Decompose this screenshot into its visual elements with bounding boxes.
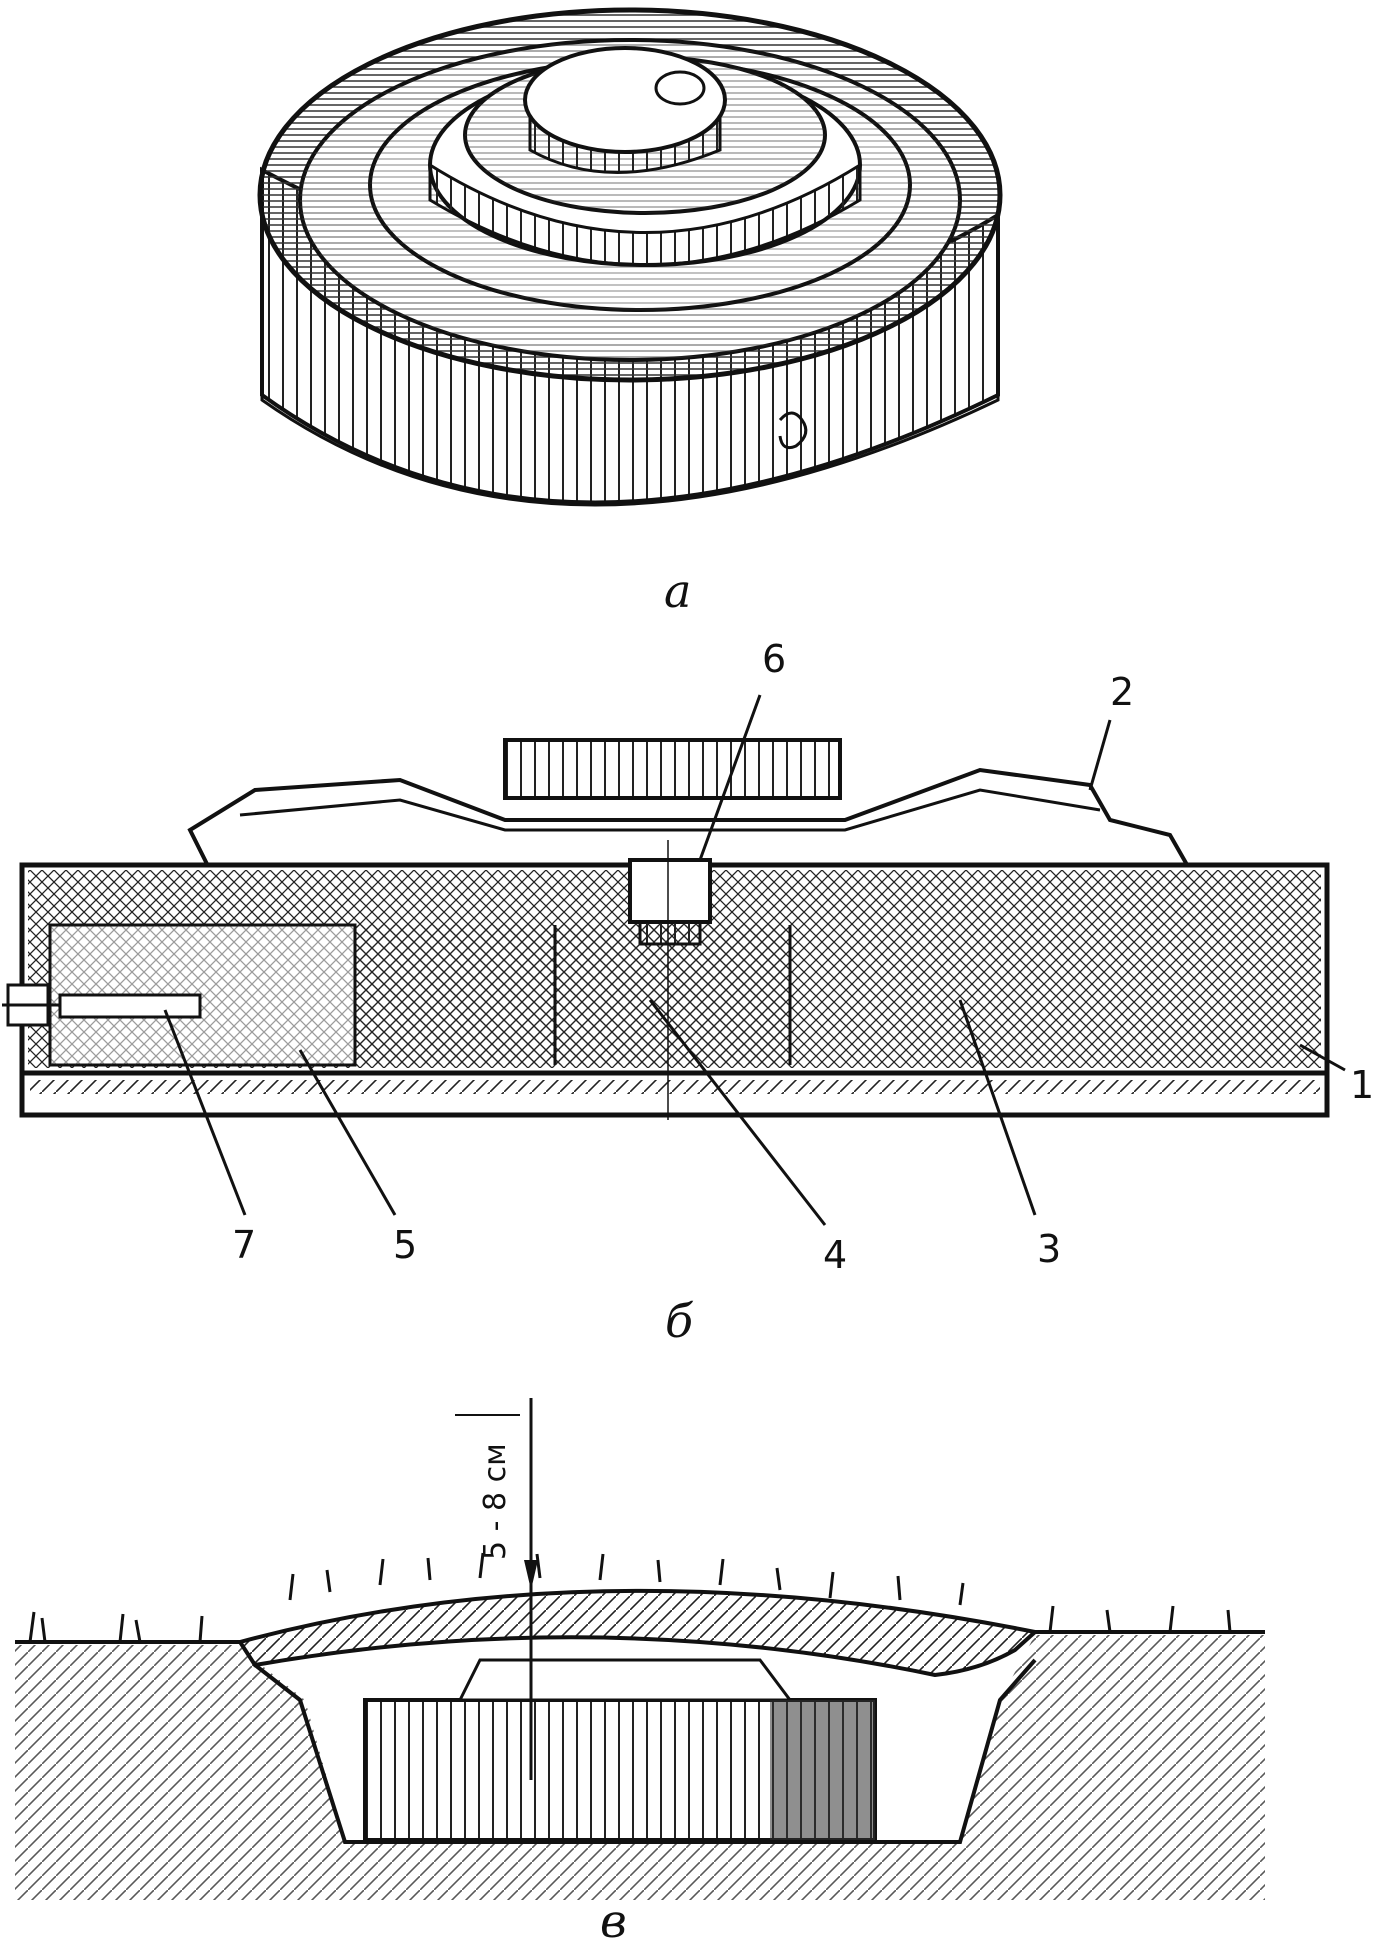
panel-a-perspective-view (257, 7, 1003, 507)
caption-a: а (664, 564, 691, 618)
depth-dimension-label: 5 - 8 см (478, 1443, 513, 1560)
caption-c: в (600, 1894, 627, 1942)
callout-2: 2 (1110, 670, 1134, 714)
callout-5: 5 (393, 1223, 417, 1267)
panel-b-cross-section (2, 694, 1346, 1226)
callout-1: 1 (1350, 1063, 1374, 1107)
panel-c-installation (15, 1398, 1265, 1900)
callout-4: 4 (823, 1233, 847, 1277)
caption-b: б (665, 1294, 694, 1348)
callout-7: 7 (232, 1223, 256, 1267)
callout-6: 6 (762, 637, 786, 681)
callout-3: 3 (1037, 1227, 1061, 1271)
